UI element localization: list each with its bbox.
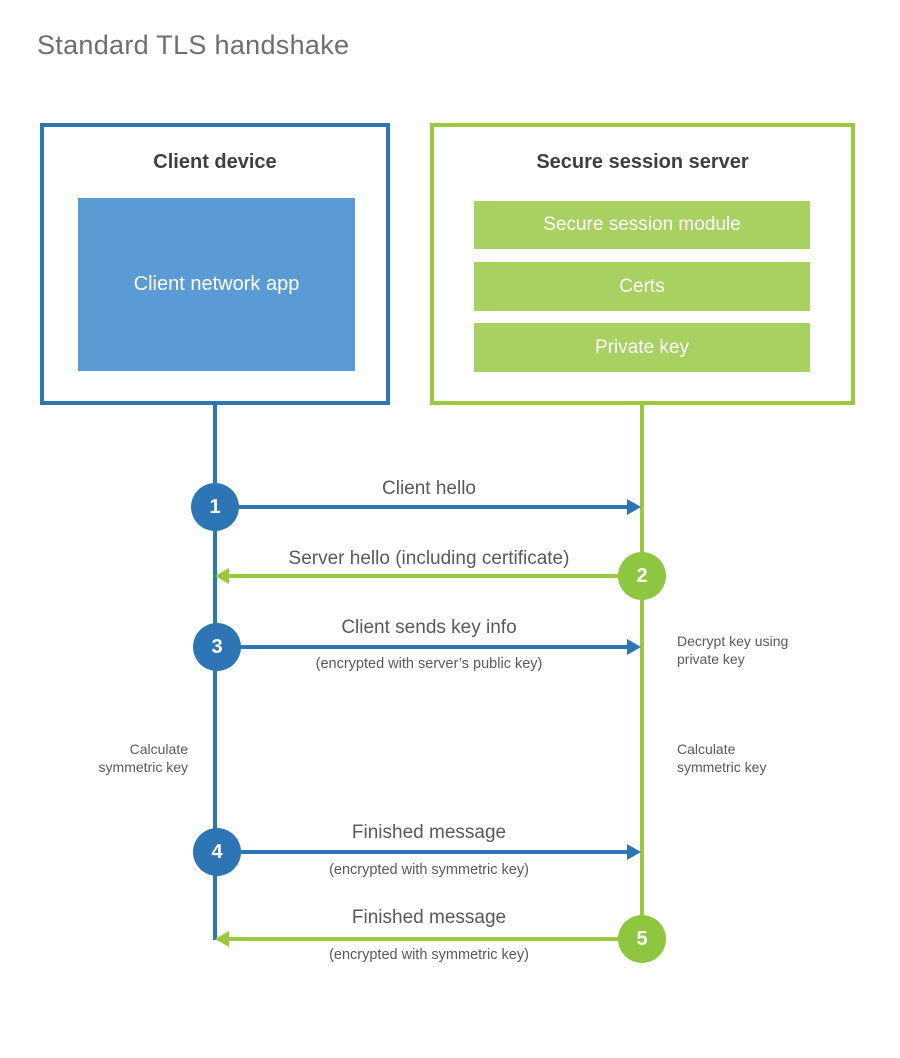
page-title: Standard TLS handshake xyxy=(37,30,350,60)
step-2-badge: 2 xyxy=(618,552,666,600)
step-5-arrow-line xyxy=(229,937,619,941)
calculate-symmetric-key-note-server: Calculate symmetric key xyxy=(677,741,767,776)
server-module-certs: Certs xyxy=(474,262,810,311)
decrypt-key-note: Decrypt key using private key xyxy=(677,633,789,668)
step-3-arrowhead-icon xyxy=(627,639,641,655)
step-5-arrowhead-icon xyxy=(215,931,229,947)
step-4-arrow-line xyxy=(216,850,628,854)
step-3-badge: 3 xyxy=(193,623,241,671)
client-network-app-box: Client network app xyxy=(78,198,355,371)
step-4-label: Finished message xyxy=(351,822,507,843)
step-2-arrowhead-icon xyxy=(215,568,229,584)
step-4-badge: 4 xyxy=(193,828,241,876)
step-3-label: Client sends key info xyxy=(341,617,517,638)
step-5-sublabel: (encrypted with symmetric key) xyxy=(329,947,529,963)
client-lifeline xyxy=(213,405,217,940)
step-4-sublabel: (encrypted with symmetric key) xyxy=(329,862,529,878)
step-2-arrow-line xyxy=(229,574,619,578)
step-3-arrow-line xyxy=(216,645,628,649)
step-2-label: Server hello (including certificate) xyxy=(288,548,570,569)
step-1-label: Client hello xyxy=(382,478,476,499)
step-1-arrowhead-icon xyxy=(627,499,641,515)
server-module-private-key: Private key xyxy=(474,323,810,372)
step-5-badge: 5 xyxy=(618,915,666,963)
step-1-arrow-line xyxy=(216,505,628,509)
step-5-label: Finished message xyxy=(351,907,507,928)
step-4-arrowhead-icon xyxy=(627,844,641,860)
calculate-symmetric-key-note-client: Calculate symmetric key xyxy=(98,741,188,776)
client-network-app-label: Client network app xyxy=(133,273,300,295)
step-3-sublabel: (encrypted with server’s public key) xyxy=(315,656,543,672)
server-lifeline xyxy=(640,405,644,940)
step-1-badge: 1 xyxy=(191,483,239,531)
client-device-title: Client device xyxy=(153,151,277,173)
server-module-secure-session: Secure session module xyxy=(474,201,810,249)
secure-session-server-title: Secure session server xyxy=(536,151,749,173)
